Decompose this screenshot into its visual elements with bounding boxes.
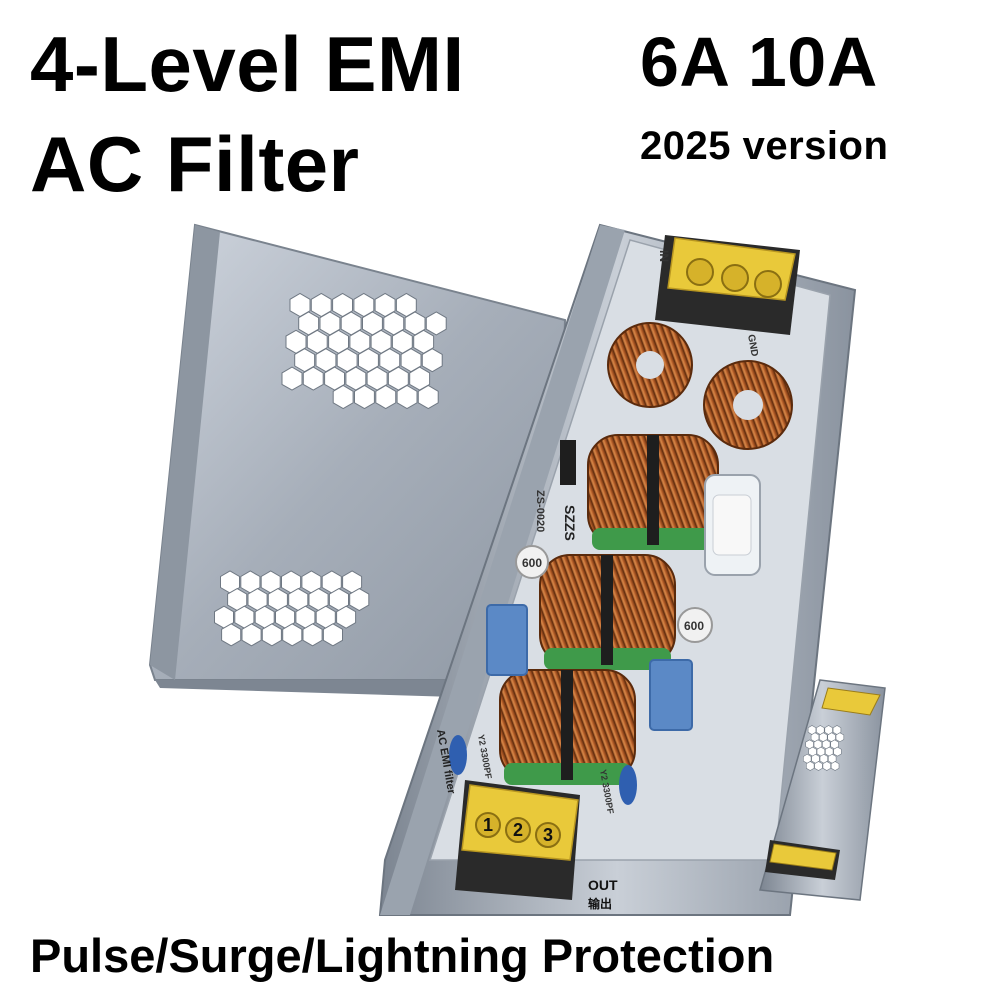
vent-hole (421, 348, 443, 373)
small-filter-unit (759, 679, 886, 901)
in-label: IN (657, 250, 671, 262)
vent-hole (805, 761, 815, 771)
spec-amps: 6A 10A (640, 23, 878, 101)
vent-hole (336, 605, 357, 629)
vent-hole (375, 384, 397, 410)
vent-hole (302, 366, 324, 391)
vent-hole (332, 384, 354, 410)
terminal-number-3: 3 (543, 825, 553, 845)
glass-fuse (704, 474, 761, 576)
vent-hole (349, 588, 370, 612)
output-terminal-block: 1 2 3 (455, 780, 580, 900)
x-capacitor-1 (486, 604, 528, 676)
varistor-label-1: 600 (522, 556, 542, 570)
product-photo: GND IN (148, 223, 886, 916)
vent-hole (425, 311, 447, 336)
filter-housing: GND IN (378, 223, 857, 916)
vent-hole (354, 384, 375, 410)
vent-hole (822, 761, 832, 771)
spec-version: 2025 version (640, 124, 889, 168)
toroid-choke-1 (607, 322, 693, 408)
common-mode-choke-3 (499, 669, 636, 785)
common-mode-choke-2 (539, 554, 676, 670)
out-cn-label: 输出 (588, 896, 612, 911)
vent-hole (835, 732, 845, 743)
lid-vent-holes-top (281, 292, 447, 410)
vent-hole (221, 623, 242, 647)
gas-discharge-tube-1: 600 (515, 545, 549, 579)
vent-hole (814, 761, 823, 771)
y-capacitor-1 (449, 735, 467, 775)
toroid-choke-2 (703, 360, 793, 450)
vent-hole (261, 623, 282, 647)
terminal-number-2: 2 (513, 820, 523, 840)
vent-hole (833, 746, 842, 757)
model-label: SZZS (562, 505, 578, 541)
vent-hole (417, 384, 439, 410)
tvs-diode (560, 440, 576, 485)
gas-discharge-tube-2: 600 (677, 607, 713, 643)
small-unit-vent-holes (802, 725, 845, 771)
x-capacitor-2 (649, 659, 693, 731)
lid-panel (148, 223, 567, 700)
out-label: OUT (588, 877, 618, 893)
lid-vent-holes-bottom (214, 570, 370, 647)
bottom-tagline: Pulse/Surge/Lightning Protection (30, 929, 775, 982)
terminal-number-1: 1 (483, 815, 493, 835)
vent-hole (302, 623, 323, 647)
varistor-label-2: 600 (684, 619, 704, 633)
y-capacitor-2 (619, 765, 637, 805)
vent-hole (282, 623, 303, 647)
common-mode-choke-1 (587, 434, 719, 550)
vent-hole (241, 623, 262, 647)
vent-hole (396, 384, 418, 410)
title-line-1: 4-Level EMI (30, 20, 465, 108)
vent-hole (830, 761, 840, 771)
vent-hole (322, 623, 343, 647)
input-terminal-block: GND IN (655, 235, 800, 357)
title-line-2: AC Filter (30, 120, 360, 208)
gnd-label: GND (745, 334, 760, 358)
part-number-label: ZS-0020 (534, 490, 546, 532)
vent-hole (281, 366, 303, 391)
